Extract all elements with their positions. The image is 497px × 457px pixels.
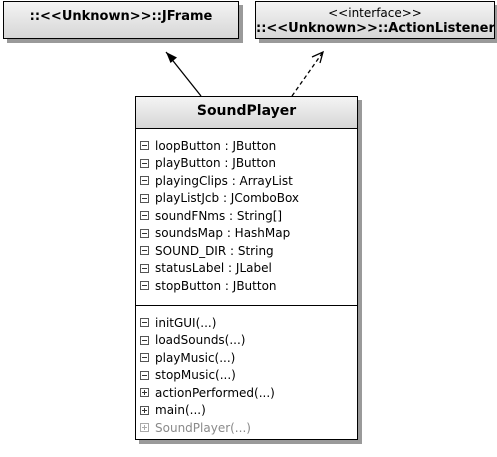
private-visibility-icon — [140, 335, 149, 345]
attribute-label: playingClips : ArrayList — [155, 173, 293, 188]
operation-label: main(...) — [155, 403, 206, 418]
soundplayer-header: SoundPlayer — [136, 97, 357, 129]
actionlistener-interface-name: ::<<Unknown>>::ActionListener — [256, 21, 495, 36]
attribute-row[interactable]: stopButton : JButton — [136, 277, 357, 295]
private-visibility-icon — [140, 370, 149, 380]
operation-row[interactable]: loadSounds(...) — [136, 332, 357, 350]
private-visibility-icon — [140, 263, 149, 273]
attribute-row[interactable]: SOUND_DIR : String — [136, 242, 357, 260]
attribute-row[interactable]: soundFNms : String[] — [136, 207, 357, 225]
operation-row[interactable]: actionPerformed(...) — [136, 384, 357, 402]
public-visibility-icon — [140, 423, 149, 433]
jframe-class-name: ::<<Unknown>>::JFrame — [29, 9, 213, 24]
actionlistener-interface-box[interactable]: <<interface>> ::<<Unknown>>::ActionListe… — [255, 1, 495, 39]
attributes-compartment: loopButton : JButton playButton : JButto… — [136, 137, 357, 295]
attribute-label: loopButton : JButton — [155, 138, 277, 153]
interface-stereotype: <<interface>> — [328, 6, 422, 20]
operations-compartment: initGUI(...) loadSounds(...) playMusic(.… — [136, 314, 357, 437]
operation-row[interactable]: playMusic(...) — [136, 349, 357, 367]
operation-row[interactable]: stopMusic(...) — [136, 367, 357, 385]
generalization-arrowhead — [166, 52, 177, 63]
private-visibility-icon — [140, 246, 149, 256]
realization-connector[interactable] — [291, 50, 324, 97]
operation-label: loadSounds(...) — [155, 333, 246, 348]
operation-row[interactable]: initGUI(...) — [136, 314, 357, 332]
generalization-connector[interactable] — [165, 51, 202, 97]
jframe-class-box[interactable]: ::<<Unknown>>::JFrame — [3, 1, 239, 39]
attribute-label: SOUND_DIR : String — [155, 243, 274, 258]
private-visibility-icon — [140, 141, 149, 151]
attribute-row[interactable]: statusLabel : JLabel — [136, 260, 357, 278]
operation-row[interactable]: main(...) — [136, 402, 357, 420]
attribute-row[interactable]: playListJcb : JComboBox — [136, 190, 357, 208]
operation-label: playMusic(...) — [155, 350, 236, 365]
private-visibility-icon — [140, 281, 149, 291]
realization-arrowhead — [311, 50, 324, 64]
attribute-label: playButton : JButton — [155, 156, 277, 171]
soundplayer-class-name: SoundPlayer — [196, 103, 297, 119]
private-visibility-icon — [140, 211, 149, 221]
public-visibility-icon — [140, 388, 149, 398]
private-visibility-icon — [140, 158, 149, 168]
private-visibility-icon — [140, 318, 149, 328]
private-visibility-icon — [140, 228, 149, 238]
public-visibility-icon — [140, 405, 149, 415]
operation-label: stopMusic(...) — [155, 368, 236, 383]
operation-label: SoundPlayer(...) — [155, 420, 251, 435]
attribute-row[interactable]: playingClips : ArrayList — [136, 172, 357, 190]
attribute-label: soundFNms : String[] — [155, 208, 283, 223]
private-visibility-icon — [140, 353, 149, 363]
private-visibility-icon — [140, 193, 149, 203]
attribute-label: stopButton : JButton — [155, 278, 277, 293]
soundplayer-class-box[interactable]: SoundPlayer loopButton : JButton playBut… — [135, 96, 358, 440]
attribute-label: soundsMap : HashMap — [155, 226, 291, 241]
operation-label: actionPerformed(...) — [155, 385, 275, 400]
private-visibility-icon — [140, 176, 149, 186]
attribute-row[interactable]: playButton : JButton — [136, 155, 357, 173]
realization-line — [291, 51, 324, 97]
operation-label: initGUI(...) — [155, 315, 217, 330]
attribute-row[interactable]: soundsMap : HashMap — [136, 225, 357, 243]
constructor-row[interactable]: SoundPlayer(...) — [136, 419, 357, 437]
attribute-label: statusLabel : JLabel — [155, 261, 272, 276]
attribute-label: playListJcb : JComboBox — [155, 191, 300, 206]
compartment-divider — [136, 305, 357, 306]
attribute-row[interactable]: loopButton : JButton — [136, 137, 357, 155]
